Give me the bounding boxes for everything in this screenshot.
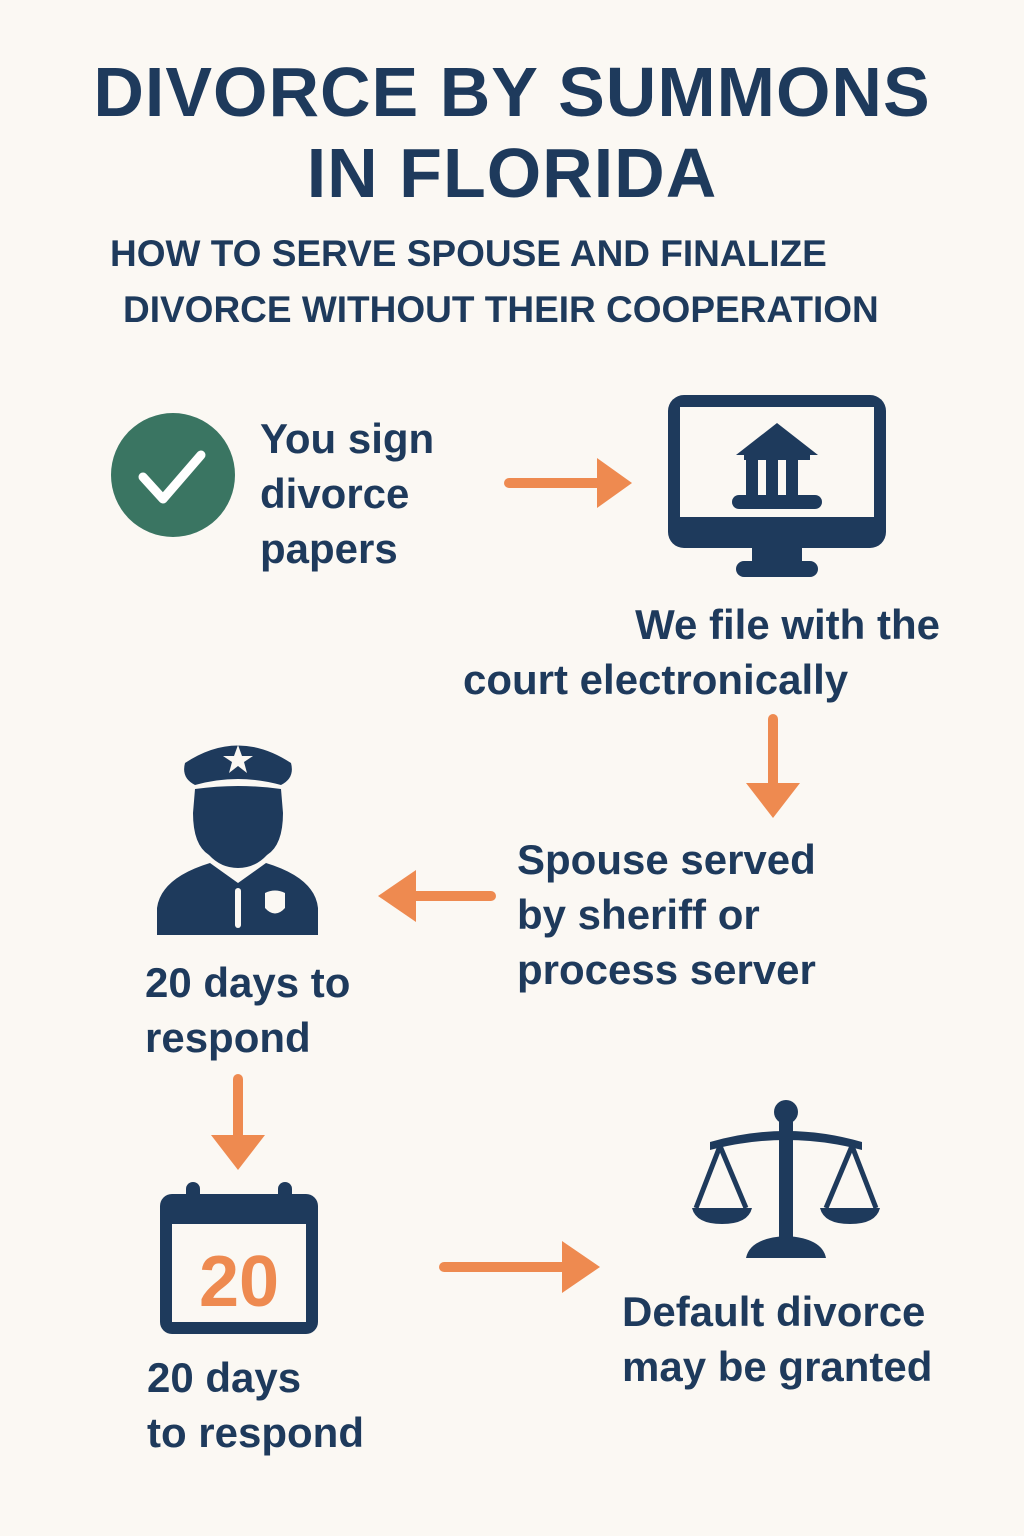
step-3-line: by sheriff or [517,891,760,938]
step-3-line: Spouse served [517,836,816,883]
step-4-line: 20 days to [145,959,351,1006]
calendar-number: 20 [199,1242,279,1322]
step-1-text: You sign divorce papers [260,411,434,576]
step-5-text: 20 days to respond [147,1350,364,1460]
title-line-2: IN FLORIDA [306,134,718,212]
step-5-line: to respond [147,1409,364,1456]
step-3-line: process server [517,946,816,993]
arrow-down-icon [746,714,800,818]
step-4-text: 20 days to respond [145,955,350,1065]
step-5-line: 20 days [147,1354,302,1401]
scales-of-justice-icon [692,1100,880,1258]
police-officer-icon [157,745,318,935]
arrow-right-icon [439,1241,600,1293]
step-6-text: Default divorce may be granted [622,1284,932,1394]
arrow-left-icon [378,870,496,922]
step-1-line: papers [260,525,398,572]
step-2-line-1: We file with the [635,601,940,648]
courthouse-monitor-icon [668,395,886,577]
subtitle-line-2: DIVORCE WITHOUT THEIR COOPERATION [123,289,879,330]
title-line-1: DIVORCE BY SUMMONS [93,53,931,131]
calendar-icon: 20 [160,1182,318,1334]
step-3-text: Spouse served by sheriff or process serv… [517,832,816,997]
step-1-line: You sign [260,415,435,462]
arrow-right-icon [504,458,632,508]
step-1-line: divorce [260,470,410,517]
subtitle-line-1: HOW TO SERVE SPOUSE AND FINALIZE [110,233,827,274]
step-6-line: may be granted [622,1343,933,1390]
step-4-line: respond [145,1014,311,1061]
step-2-line-2: court electronically [463,656,849,703]
step-6-line: Default divorce [622,1288,926,1335]
check-circle-icon [111,413,235,537]
arrow-down-icon [211,1074,265,1170]
